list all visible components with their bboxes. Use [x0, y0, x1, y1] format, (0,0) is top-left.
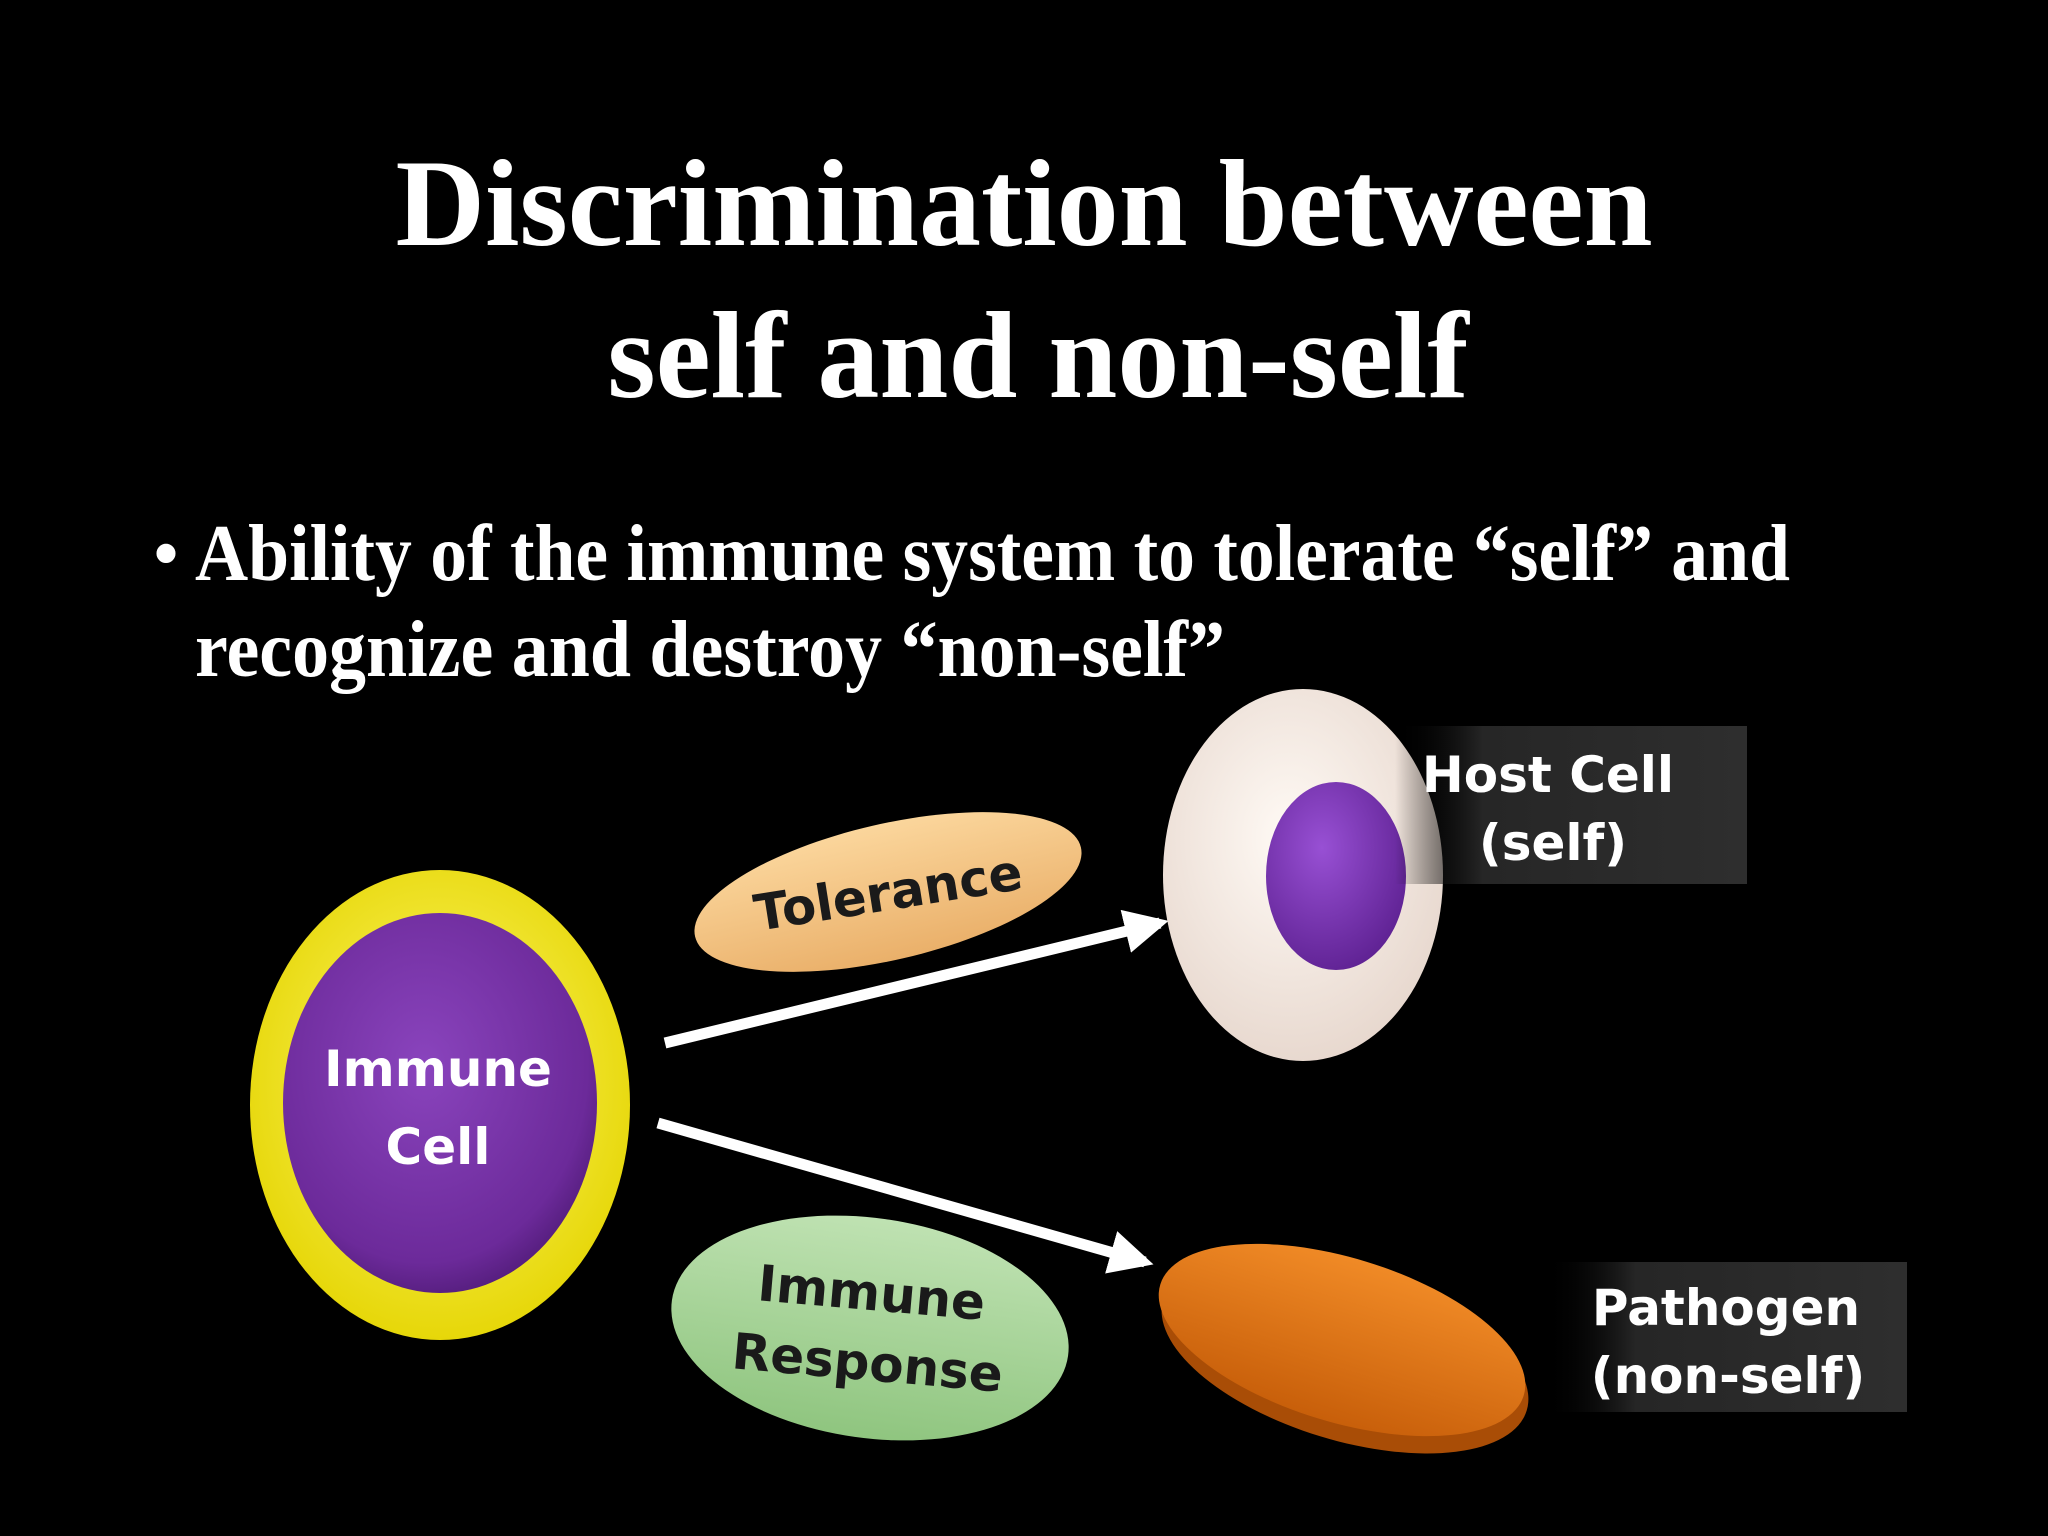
pathogen: [1158, 1243, 1529, 1454]
immune-response-arrow: [656, 1117, 1154, 1274]
host-cell-label-line-1: Host Cell: [1422, 746, 1674, 804]
title-line-2: self and non-self: [607, 287, 1470, 424]
bullet-text-line-1: Ability of the immune system to tolerate…: [195, 510, 1790, 598]
pathogen-label-box: [1545, 1262, 1907, 1412]
bullet-text-line-2: recognize and destroy “non-self”: [195, 606, 1225, 694]
tolerance-arrow: [663, 909, 1169, 1049]
immune-response-oval: Immune Response: [671, 1215, 1069, 1441]
host-cell: [1163, 689, 1443, 1061]
pathogen-label-line-1: Pathogen: [1592, 1279, 1860, 1337]
host-cell-label-box: [1395, 726, 1747, 884]
host-cell-label-line-2: (self): [1479, 814, 1627, 872]
tolerance-oval: Tolerance: [694, 812, 1082, 972]
bullet-marker: •: [152, 510, 180, 598]
immune-cell: Immune Cell: [250, 870, 630, 1340]
title-line-1: Discrimination between: [395, 135, 1652, 272]
pathogen-label-line-2: (non-self): [1591, 1347, 1866, 1405]
immune-cell-label-line-1: Immune: [324, 1040, 552, 1098]
immune-cell-label-line-2: Cell: [386, 1118, 491, 1176]
